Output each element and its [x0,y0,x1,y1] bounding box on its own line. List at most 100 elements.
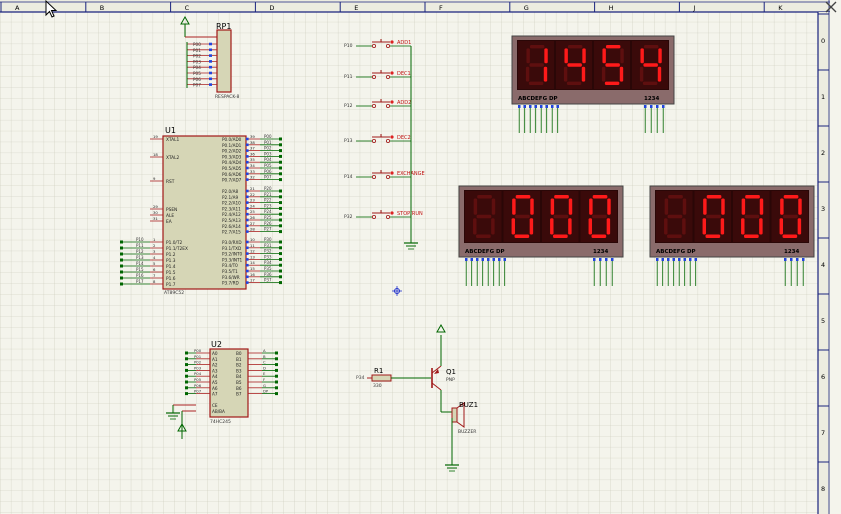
pin-marker [120,282,123,286]
u1-pin-number: 6 [153,267,156,272]
u1-pin-label: P0.7/AD7 [222,178,242,183]
u2-net-label: C [263,360,266,365]
pin-marker [209,77,212,81]
u2-net-label: P01 [194,354,202,359]
segment [741,218,745,235]
u1-net-label: P34 [264,260,272,265]
display-digit-label: 1234 [593,249,608,255]
pin-marker [209,42,212,46]
segment [477,195,492,199]
u1-net-label: P07 [264,175,272,180]
u1-pin-number: 13 [250,254,255,259]
u2-pin-label: B4 [236,374,242,379]
button-state-dot [390,135,394,139]
pin-marker [209,83,212,86]
u2-net-label: P06 [194,383,202,388]
pin-marker [246,263,249,267]
pin-marker [246,269,249,273]
u2-net-label: P05 [194,377,202,382]
u1-pin-number: 15 [250,266,255,271]
segment [476,234,491,238]
u1-net-label: P32 [264,249,272,254]
u1-microcontroller[interactable]: U1 XTAL119XTAL218RST9PSEN29ALE30EA31P1.0… [120,126,282,296]
u2-pin-label: CE [212,403,218,408]
segment [567,45,583,49]
pin-marker [279,172,282,176]
pin-marker [120,276,123,280]
u1-pin-number: 36 [250,151,255,156]
pin-marker [246,178,249,181]
pin-marker [209,60,212,63]
u1-pin-number: 38 [250,140,255,145]
pin-marker [246,218,249,222]
row-label: 0 [821,37,825,45]
u1-pin-label: P2.4/A12 [222,212,241,217]
u1-pin-label: P0.3/AD3 [222,154,242,159]
segment [721,198,725,215]
u1-pin-label: P2.5/A13 [222,218,241,223]
pin-marker [246,224,249,228]
pin-marker [279,212,282,216]
pin-marker [185,380,188,384]
u1-pin-label: P0.0/AD0 [222,137,242,142]
u1-pin-number: 12 [250,249,255,254]
u1-pin-label: EA [166,219,172,225]
pin-marker [279,154,282,158]
rp1-pin-label: P05 [193,71,201,76]
pin-marker [246,166,249,170]
pin-marker [656,258,659,261]
u1-net-label: P06 [264,169,272,174]
u1-pin-number: 1 [153,237,156,242]
u1-pin-label: PSEN [166,207,177,213]
pin-marker [279,201,282,205]
u1-pin-number: 37 [250,146,255,151]
pin-marker [470,258,473,261]
u1-pin-number: 39 [250,134,255,139]
pin-marker [279,206,282,210]
pin-marker [529,105,532,108]
button-state-dot [390,71,394,75]
segment [588,218,593,235]
row-label: 6 [821,373,825,381]
pin-marker [246,252,249,255]
u1-net-label: P36 [264,272,272,277]
u1-net-label: P11 [136,243,144,248]
close-icon[interactable] [822,0,840,14]
pin-marker [476,258,479,261]
u1-pin-label: P2.7/A15 [222,230,241,235]
u1-net-label: P31 [264,243,272,248]
u1-net-label: P35 [264,266,272,271]
u1-net-label: P03 [264,151,272,156]
u1-ref: U1 [165,126,176,135]
button-state-dot [390,40,394,44]
u1-pin-label: P0.6/AD6 [222,172,242,177]
u1-net-label: P14 [136,261,144,266]
segment [664,198,669,215]
u1-pin-label: P2.3/A11 [222,206,241,211]
buz1-buzzer[interactable] [451,407,458,423]
pin-marker [279,263,282,267]
u1-pin-label: P3.6/WR [222,275,240,280]
pin-marker [246,230,249,233]
segment [604,81,620,85]
segment [554,195,569,199]
r1-resistor[interactable] [371,374,392,382]
pin-marker [246,240,249,244]
u2-net-label: A [263,348,266,353]
u1-pin-number: 19 [153,134,158,139]
q1-ref: Q1 [446,368,456,376]
segment [512,198,516,215]
u1-pin-label: P3.2/INT0 [222,252,243,257]
button-contact [371,214,376,219]
segment [568,218,572,235]
u2-buffer[interactable]: U2 A0P00B0AA1P01B1BA2P02B2CA3P03B3DA4P04… [166,340,278,439]
segment [780,198,784,215]
u2-net-label: D [263,365,266,370]
segment [514,234,530,238]
u1-pin-number: 5 [153,261,156,266]
